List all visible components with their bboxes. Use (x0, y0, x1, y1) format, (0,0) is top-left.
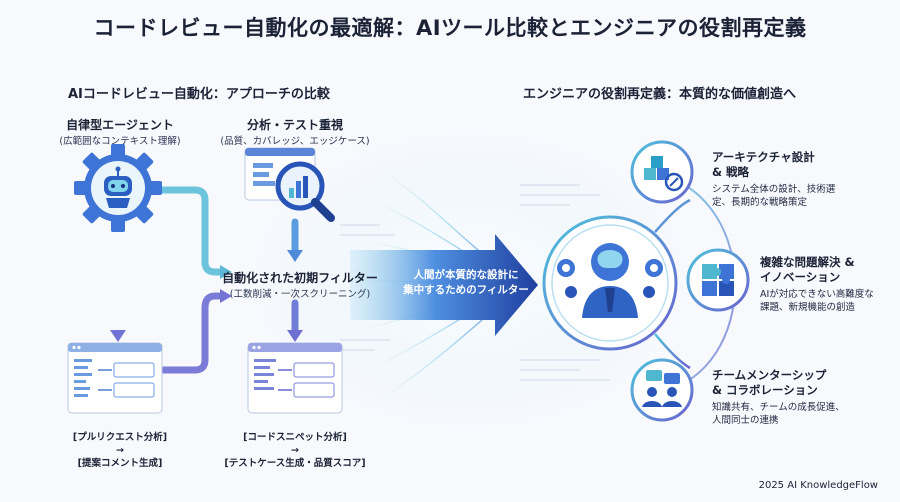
role-mentorship-title2: & コラボレーション (712, 383, 818, 397)
big-arrow-line1: 人間が本質的な設計に (413, 269, 519, 281)
test-label: 分析・テスト重視 (246, 118, 343, 132)
role-architecture-title2: & 戦略 (712, 165, 750, 179)
role-architecture-desc1: システム全体の設計、技術選 (712, 184, 836, 195)
code-output-label: [コードスニペット分析] → [テストケース生成・品質スコア] (205, 431, 385, 470)
role-mentorship-desc2: 人間同士の連携 (712, 415, 779, 426)
right-section-title: エンジニアの役割再定義：本質的な価値創造へ (523, 87, 797, 102)
footer-credit: 2025 AI KnowledgeFlow (758, 480, 878, 491)
role-mentorship-desc1: 知識共有、チームの成長促進、 (712, 402, 845, 413)
role-mentorship-title1: チームメンターシップ (712, 368, 827, 382)
code-output-arrow: → (291, 445, 299, 456)
agent-sublabel: (広範囲なコンテキスト理解) (59, 136, 181, 147)
pr-analysis-window (67, 342, 163, 414)
agent-label: 自律型エージェント (66, 118, 174, 132)
test-sublabel: (品質、カバレッジ、エッジケース) (220, 136, 370, 147)
code-texture (340, 184, 610, 381)
connector-pipes (110, 186, 303, 374)
team-chat-icon (630, 358, 694, 422)
pr-output-label: [プルリクエスト分析] → [提案コメント生成] (40, 431, 200, 470)
role-problem-desc2: 課題、新規機能の創造 (760, 302, 856, 313)
big-arrow-line2: 集中するためのフィルター (403, 284, 529, 296)
puzzle-icon (686, 248, 750, 312)
filter-sublabel: (工数削減・一次スクリーニング) (229, 289, 371, 300)
pr-output-line1: [プルリクエスト分析] (72, 432, 168, 443)
page-title: コードレビュー自動化の最適解：AIツール比較とエンジニアの役割再定義 (93, 16, 807, 40)
filter-label: 自動化された初期フィルター (222, 271, 378, 285)
filter-label-group: 自動化された初期フィルター (工数削減・一次スクリーニング) (220, 269, 380, 300)
code-output-line1: [コードスニペット分析] (243, 432, 347, 443)
agent-label-group: 自律型エージェント (広範囲なコンテキスト理解) (40, 116, 200, 147)
role-problem-desc1: AIが対応できない高難度な (760, 289, 874, 300)
big-filter-arrow (350, 234, 538, 336)
role-architecture-title1: アーキテクチャ設計 (712, 150, 815, 164)
left-section-title: AIコードレビュー自動化：アプローチの比較 (68, 87, 330, 102)
magnifier-chart-icon (244, 147, 335, 222)
role-problem-title2: イノベーション (760, 270, 841, 284)
role-architecture-desc2: 定、長期的な戦略策定 (712, 197, 808, 208)
gear-robot-icon (74, 144, 162, 232)
engineer-hub (542, 215, 678, 351)
architecture-cubes-icon (630, 140, 694, 204)
pr-output-arrow: → (116, 445, 124, 456)
test-label-group: 分析・テスト重視 (品質、カバレッジ、エッジケース) (205, 116, 385, 147)
pr-output-line2: [提案コメント生成] (77, 458, 163, 469)
role-architecture: アーキテクチャ設計 & 戦略 システム全体の設計、技術選 定、長期的な戦略策定 (712, 150, 892, 209)
role-problem-solving: 複雑な問題解決 & イノベーション AIが対応できない高難度な 課題、新規機能の… (760, 255, 898, 314)
code-snippet-window (247, 342, 343, 414)
big-arrow-text: 人間が本質的な設計に 集中するためのフィルター (396, 268, 536, 298)
role-problem-title1: 複雑な問題解決 & (760, 255, 855, 269)
role-mentorship: チームメンターシップ & コラボレーション 知識共有、チームの成長促進、 人間同… (712, 368, 892, 427)
code-output-line2: [テストケース生成・品質スコア] (224, 458, 366, 469)
